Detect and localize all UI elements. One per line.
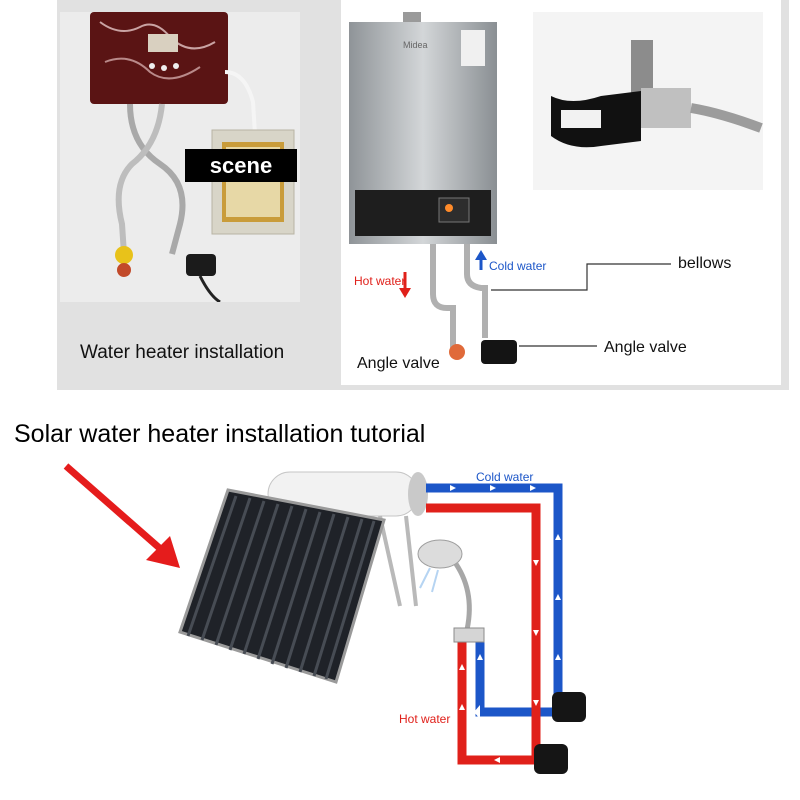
- solar-heater-diagram: [178, 471, 586, 774]
- hot-water-label-top: Hot water: [354, 274, 406, 288]
- water-heater-installation-caption: Water heater installation: [80, 342, 285, 363]
- hot-water-label-solar: Hot water: [399, 712, 451, 726]
- mixer-valve: [453, 627, 485, 643]
- solar-tutorial-heading: Solar water heater installation tutorial: [14, 420, 426, 448]
- gas-heater-photo: Midea: [341, 0, 781, 385]
- circulation-pump-lower: [534, 744, 568, 774]
- bellows-label: bellows: [678, 255, 732, 272]
- red-pointer-arrow-icon: [63, 463, 180, 568]
- flow-direction-arrows: [450, 485, 561, 763]
- angle-valve-label-right: Angle valve: [604, 339, 687, 356]
- circulation-pump-upper: [552, 692, 586, 722]
- shower-head: [417, 539, 472, 635]
- cold-water-label-top: Cold water: [489, 259, 547, 273]
- solar-collector-panel: [178, 488, 386, 684]
- scene-label: scene: [185, 149, 297, 182]
- angle-valve-label-left: Angle valve: [357, 355, 440, 372]
- gas-heater-illustration: Midea: [349, 12, 763, 364]
- heater-brand: Midea: [403, 40, 428, 50]
- cold-water-label-solar: Cold water: [476, 470, 534, 484]
